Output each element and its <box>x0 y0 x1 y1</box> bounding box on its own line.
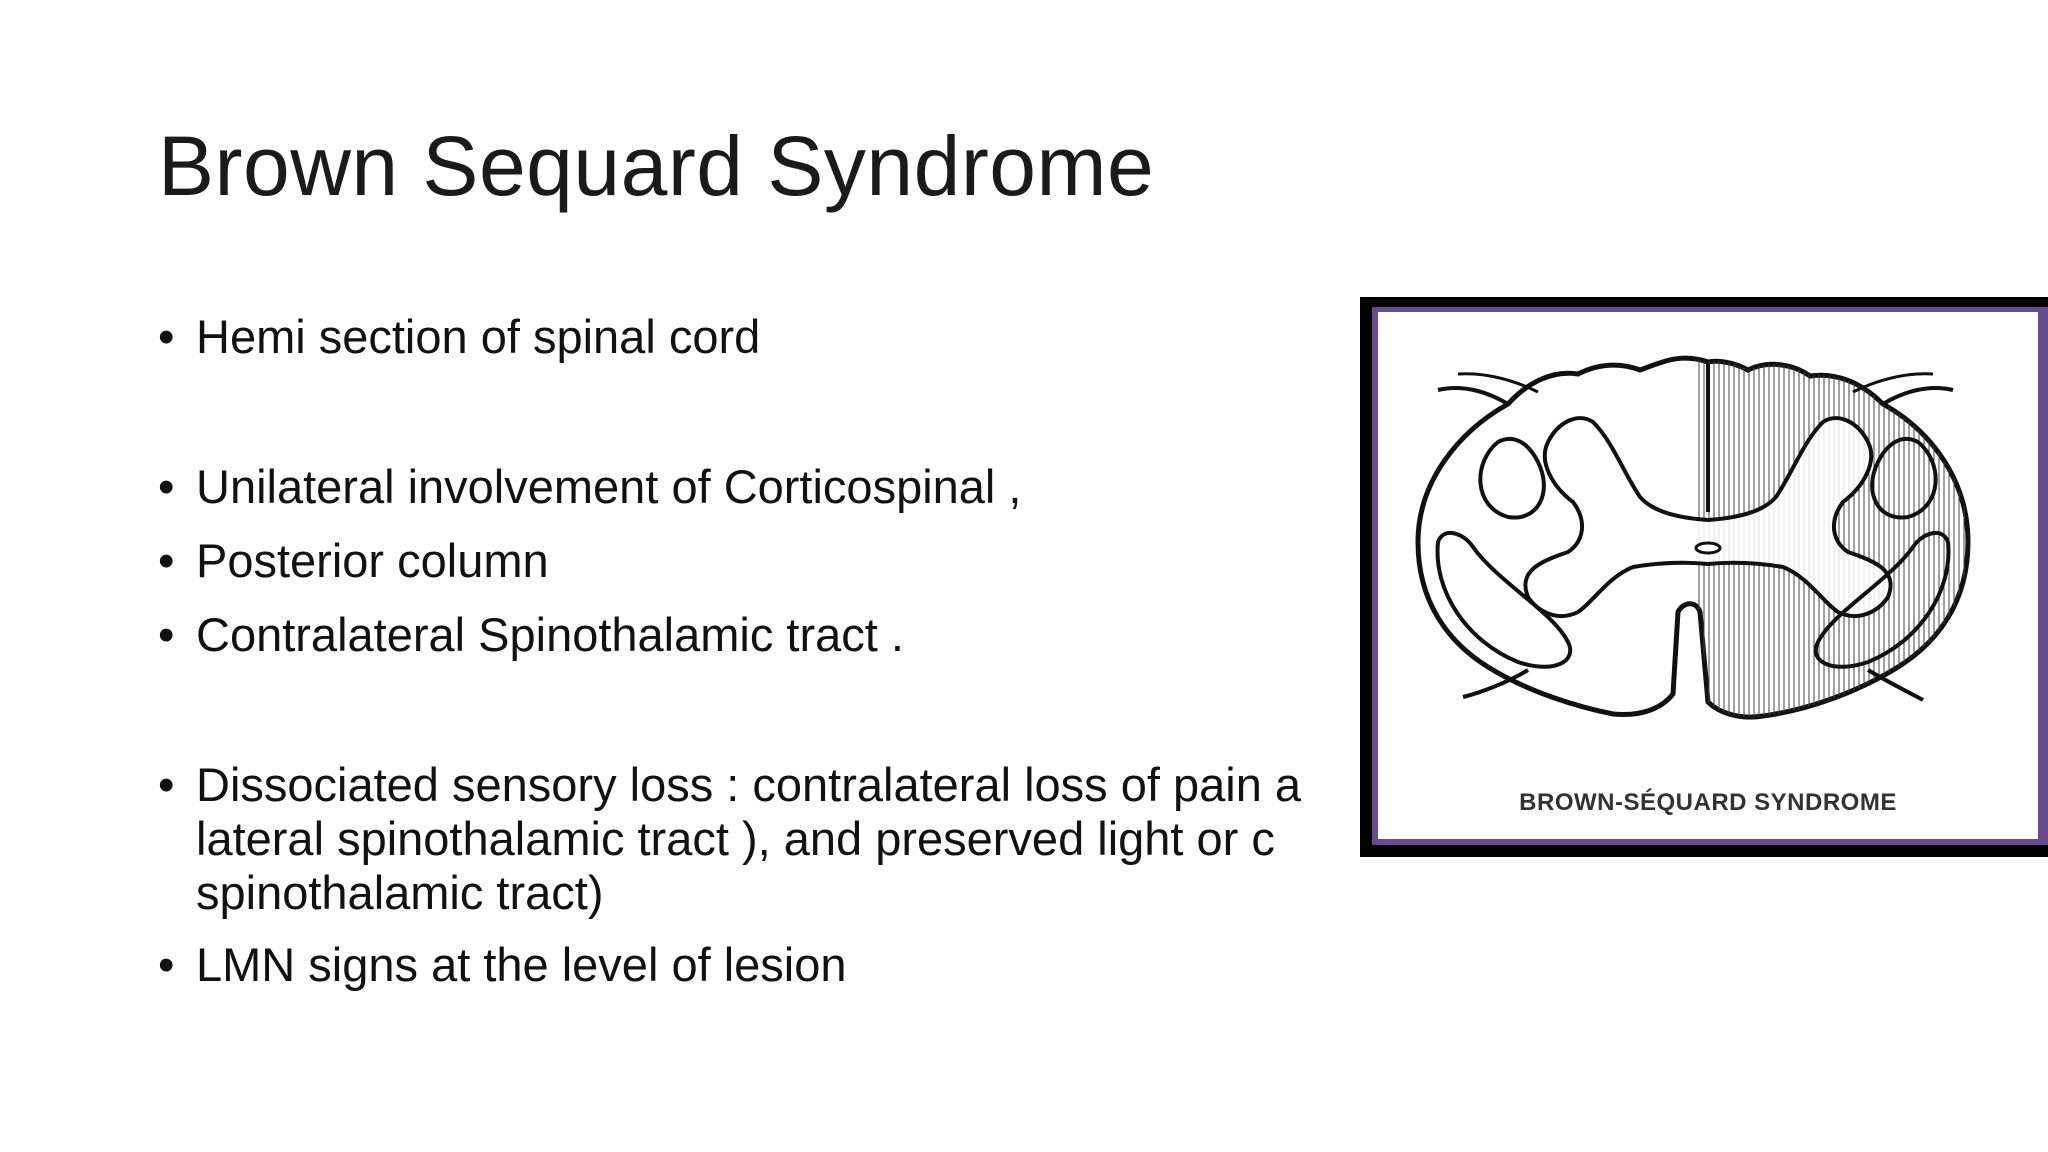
left-anterior-tract <box>1435 531 1572 669</box>
spinal-cord-figure: BROWN-SÉQUARD SYNDROME <box>1360 297 2048 857</box>
bullet-dot: • <box>158 534 175 587</box>
right-tract <box>1870 436 1938 520</box>
bullet-text: Posterior column <box>196 534 549 587</box>
left-dorsal-root <box>1437 385 1510 406</box>
bullet-text: Hemi section of spinal cord <box>196 310 761 363</box>
bullet-text: Contralateral Spinothalamic tract . <box>196 608 904 661</box>
bullet-dot: • <box>158 758 175 811</box>
left-ventral-root <box>1462 668 1530 699</box>
bullet-dot: • <box>158 608 175 661</box>
bullet-text: Unilateral involvement of Corticospinal … <box>196 460 1022 513</box>
figure-caption: BROWN-SÉQUARD SYNDROME <box>1519 789 1897 816</box>
left-tract <box>1478 436 1546 520</box>
gray-matter <box>1523 416 1893 618</box>
bullet-text: LMN signs at the level of lesion <box>196 938 847 991</box>
bullet-dot: • <box>158 310 175 363</box>
bullet-text: spinothalamic tract) <box>196 866 604 919</box>
slide-title: Brown Sequard Syndrome <box>158 119 1155 213</box>
right-dorsal-root-2 <box>1852 372 1934 394</box>
bullet-text: lateral spinothalamic tract ), and prese… <box>196 812 1275 865</box>
left-dorsal-root-2 <box>1457 372 1539 394</box>
right-dorsal-root <box>1881 385 1954 406</box>
figure-frame: BROWN-SÉQUARD SYNDROME <box>1372 307 2048 845</box>
right-ventral-root <box>1866 668 1924 702</box>
bullet-dot: • <box>158 938 175 991</box>
central-canal <box>1694 541 1722 555</box>
spinal-cord-diagram <box>1415 355 1971 720</box>
bullet-dot: • <box>158 460 175 513</box>
right-anterior-tract <box>1814 531 1951 669</box>
figure-panel: BROWN-SÉQUARD SYNDROME <box>1378 312 2038 839</box>
bullet-text: Dissociated sensory loss : contralateral… <box>196 758 1302 811</box>
